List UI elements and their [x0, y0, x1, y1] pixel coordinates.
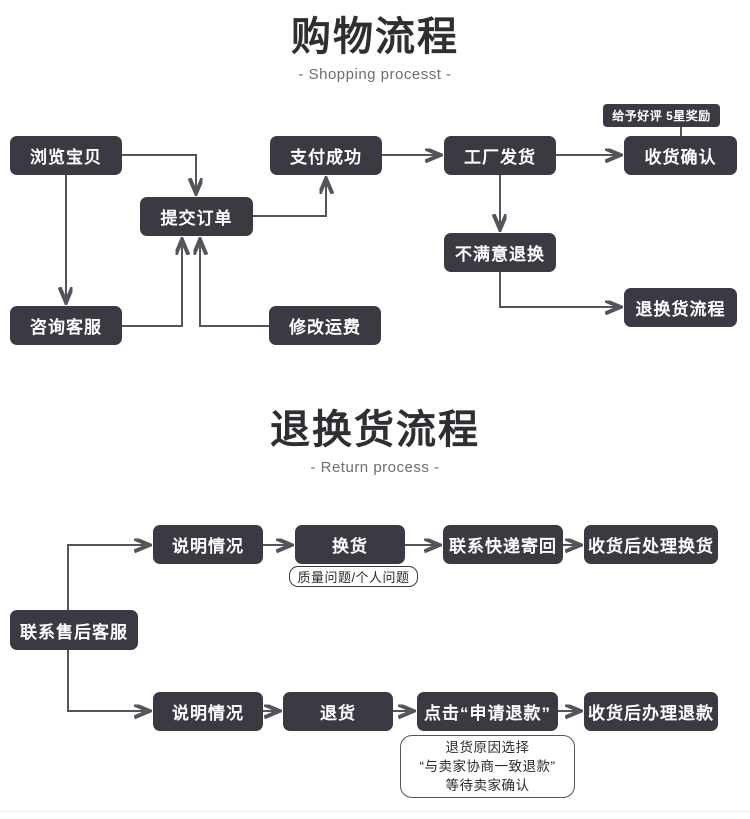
- section-title-shopping: 购物流程 - Shopping processt -: [0, 14, 750, 83]
- node-process-refund-after-receipt[interactable]: 收货后办理退款: [584, 692, 718, 731]
- tag-five-star-reward: 给予好评 5星奖励: [603, 104, 720, 127]
- bottom-divider: [0, 811, 750, 812]
- section-title-shopping-en: - Shopping processt -: [298, 66, 452, 83]
- node-return-process-link[interactable]: 退换货流程: [624, 288, 737, 327]
- node-explain-situation-exchange[interactable]: 说明情况: [153, 525, 263, 564]
- node-unsatisfied-return[interactable]: 不满意退换: [444, 233, 556, 272]
- node-factory-ship[interactable]: 工厂发货: [444, 136, 556, 175]
- note-refund-reason-line-1: 退货原因选择: [445, 740, 530, 755]
- node-process-exchange-after-receipt[interactable]: 收货后处理换货: [584, 525, 718, 564]
- node-exchange[interactable]: 换货: [295, 525, 405, 564]
- node-explain-situation-refund[interactable]: 说明情况: [153, 692, 263, 731]
- section-title-return-en: - Return process -: [310, 459, 440, 476]
- node-contact-aftersales[interactable]: 联系售后客服: [10, 610, 138, 650]
- tag-quality-or-personal-issue: 质量问题/个人问题: [289, 566, 418, 587]
- note-refund-reason-line-2: “与卖家协商一致退款”: [419, 759, 556, 774]
- node-customer-service[interactable]: 咨询客服: [10, 306, 122, 345]
- node-submit-order[interactable]: 提交订单: [140, 197, 253, 236]
- node-confirm-receipt[interactable]: 收货确认: [624, 136, 737, 175]
- section-title-return-zh: 退换货流程: [270, 408, 480, 452]
- node-click-apply-refund[interactable]: 点击“申请退款”: [417, 692, 558, 731]
- note-refund-reason-line-3: 等待卖家确认: [445, 778, 530, 793]
- node-payment-success[interactable]: 支付成功: [270, 136, 382, 175]
- note-refund-reason: 退货原因选择 “与卖家协商一致退款” 等待卖家确认: [400, 735, 575, 798]
- node-send-back-courier[interactable]: 联系快递寄回: [443, 525, 563, 564]
- node-return-goods[interactable]: 退货: [283, 692, 393, 731]
- node-browse[interactable]: 浏览宝贝: [10, 136, 122, 175]
- section-title-shopping-zh: 购物流程: [291, 15, 459, 59]
- node-modify-freight[interactable]: 修改运费: [269, 306, 381, 345]
- section-title-return: 退换货流程 - Return process -: [0, 407, 750, 476]
